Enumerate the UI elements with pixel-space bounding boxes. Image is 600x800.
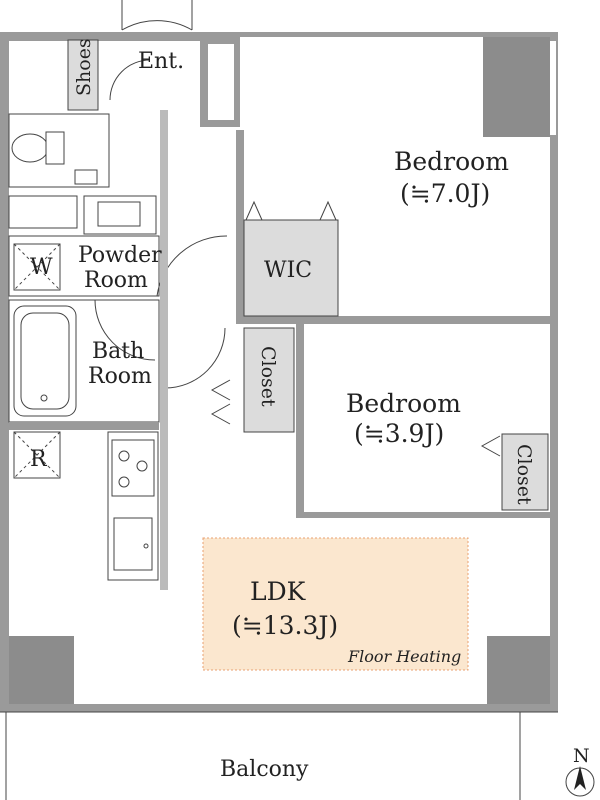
north-arrow-icon — [574, 766, 586, 790]
powder-room — [8, 235, 160, 297]
entrance-door-swing — [121, 20, 193, 31]
bath-door — [94, 299, 156, 361]
balcony-area — [0, 711, 558, 800]
bathtub-inner — [20, 312, 70, 410]
wash-basin-bowl — [97, 201, 141, 227]
wet-rooms — [8, 113, 228, 423]
fridge-label: R — [30, 447, 48, 472]
shoes-label: Shoes — [73, 38, 95, 96]
compass-north-label: N — [573, 745, 590, 767]
ldk-name: LDK — [250, 577, 307, 606]
stove — [111, 439, 155, 497]
bedroom-2-size: (≒3.9J) — [354, 419, 444, 448]
column-bottom-right — [487, 636, 550, 704]
closet-right — [501, 433, 549, 511]
powder-room-label-line1: Powder — [78, 243, 162, 268]
partitions — [9, 110, 550, 590]
hall-door — [164, 327, 226, 389]
storage — [210, 200, 549, 511]
kitchen — [13, 431, 159, 581]
entrance-area — [67, 0, 193, 111]
ldk-size: (≒13.3J) — [232, 611, 338, 640]
column-bottom-left — [9, 636, 74, 704]
toilet-tank — [45, 131, 65, 165]
bedroom-1-size: (≒7.0J) — [400, 179, 490, 208]
wash-basin — [83, 195, 157, 235]
closet-right-label: Closet — [513, 444, 535, 505]
bathtub — [13, 305, 77, 417]
shelf — [8, 195, 78, 229]
closet-left — [243, 327, 295, 433]
floor-heating-zone — [202, 537, 469, 671]
bath-room-label-line2: Room — [88, 364, 152, 389]
room-labels: Ent. Shoes W Powder Room Bath Room R WIC… — [30, 38, 535, 782]
pipe-space-inner — [208, 44, 234, 120]
bedroom-1-name: Bedroom — [394, 147, 509, 176]
toilet-sink — [74, 169, 98, 185]
bedroom-2-name: Bedroom — [346, 389, 461, 418]
column-top-right — [483, 37, 550, 137]
floor-heating-note: Floor Heating — [347, 647, 461, 666]
wic-label: WIC — [264, 258, 312, 283]
powder-room-label-line2: Room — [84, 268, 148, 293]
washer-label: W — [30, 255, 53, 280]
toilet-bowl — [11, 133, 49, 163]
powder-room-door — [156, 235, 228, 297]
toilet-room — [8, 113, 110, 188]
closet-left-label: Closet — [257, 346, 279, 407]
entrance-label: Ent. — [138, 49, 184, 74]
bath-room-label-line1: Bath — [92, 339, 144, 364]
shoes-cabinet — [67, 39, 99, 111]
fridge-space — [13, 431, 61, 479]
kitchen-sink — [113, 517, 153, 571]
kitchen-counter — [107, 431, 159, 581]
compass: N — [565, 745, 595, 797]
balcony-label: Balcony — [220, 757, 309, 782]
inner-door-swing — [109, 59, 151, 101]
wic-room — [243, 219, 339, 317]
